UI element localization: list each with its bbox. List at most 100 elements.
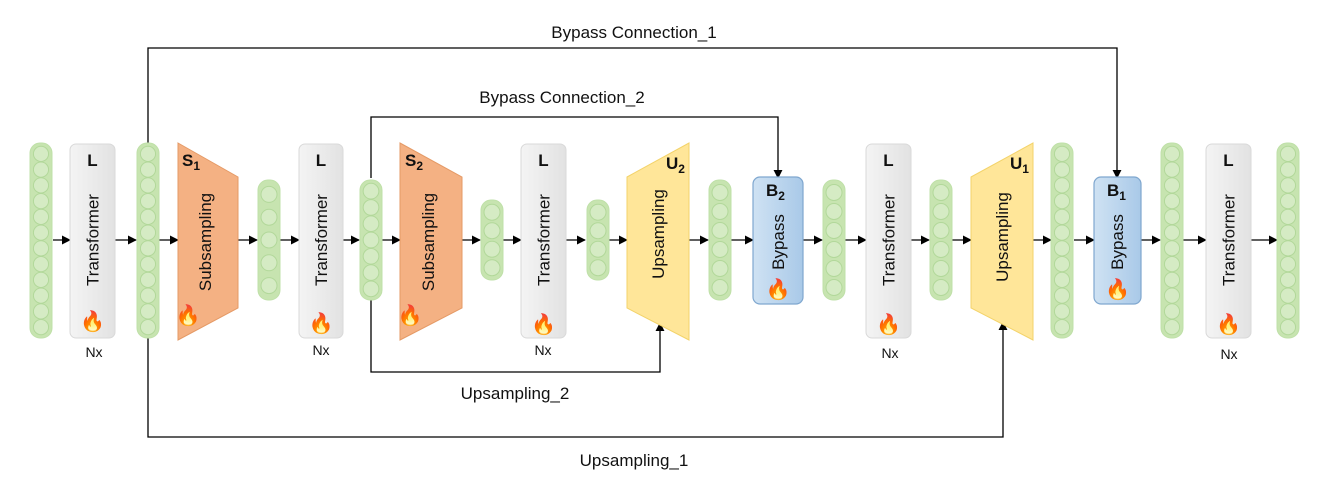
token-node bbox=[711, 203, 729, 220]
token-node bbox=[32, 208, 50, 225]
token-node bbox=[825, 203, 843, 220]
token-node bbox=[932, 222, 950, 239]
token-node bbox=[1279, 145, 1297, 162]
subsampling-label: Subsampling bbox=[419, 193, 438, 291]
token-node bbox=[139, 240, 157, 257]
token-node bbox=[711, 279, 729, 296]
token-sequence bbox=[257, 179, 281, 301]
upsampling-label: Upsampling bbox=[993, 192, 1012, 282]
bypass-badge: B bbox=[766, 181, 778, 200]
upsampling-badge: U bbox=[666, 154, 678, 173]
svg-text:S1: S1 bbox=[182, 151, 200, 173]
token-node bbox=[362, 280, 380, 298]
upsampling-label: Upsampling bbox=[649, 189, 668, 279]
transformer-block-1: L Transformer 🔥 Nx bbox=[69, 143, 116, 360]
fire-icon: 🔥 bbox=[1216, 312, 1241, 336]
svg-text:S2: S2 bbox=[405, 151, 423, 173]
token-node bbox=[589, 259, 607, 277]
token-node bbox=[711, 241, 729, 258]
token-node bbox=[1279, 303, 1297, 320]
bypass-connection-1-line bbox=[147, 47, 1122, 179]
token-node bbox=[932, 260, 950, 277]
transformer-badge: L bbox=[538, 151, 548, 170]
upsampling-block-1: U1 Upsampling bbox=[970, 142, 1034, 341]
token-node bbox=[32, 224, 50, 241]
token-node bbox=[1163, 287, 1181, 304]
token-node bbox=[1163, 224, 1181, 241]
transformer-block-5: L Transformer 🔥 Nx bbox=[1205, 143, 1252, 362]
token-node bbox=[32, 287, 50, 304]
token-node bbox=[139, 161, 157, 178]
token-node bbox=[825, 222, 843, 239]
token-node bbox=[260, 277, 278, 295]
token-node bbox=[1279, 193, 1297, 210]
token-node bbox=[932, 241, 950, 258]
bypass-badge-subscript: 2 bbox=[778, 189, 785, 203]
token-node bbox=[1053, 208, 1071, 225]
token-node bbox=[1053, 287, 1071, 304]
token-node bbox=[932, 184, 950, 201]
token-node bbox=[589, 240, 607, 258]
token-node bbox=[260, 231, 278, 249]
svg-text:U1: U1 bbox=[1010, 154, 1029, 176]
fire-icon: 🔥 bbox=[876, 312, 901, 336]
repeat-label: Nx bbox=[1220, 346, 1237, 362]
token-node bbox=[711, 260, 729, 277]
subsampling-block-2: S2 Subsampling 🔥 bbox=[398, 142, 463, 341]
token-node bbox=[362, 199, 380, 216]
repeat-label: Nx bbox=[534, 342, 551, 358]
token-node bbox=[825, 241, 843, 258]
upsampling-badge-subscript: 1 bbox=[1022, 162, 1029, 176]
bypass-connection-1-label: Bypass Connection_1 bbox=[551, 23, 716, 42]
bypass-label: Bypass bbox=[1108, 214, 1127, 270]
token-node bbox=[483, 222, 501, 240]
token-node bbox=[139, 256, 157, 273]
token-node bbox=[32, 177, 50, 194]
token-sequence bbox=[1160, 142, 1184, 339]
token-node bbox=[932, 203, 950, 220]
transformer-block-4: L Transformer 🔥 Nx bbox=[865, 143, 912, 361]
connection-lines bbox=[147, 47, 1122, 438]
token-node bbox=[32, 319, 50, 336]
transformer-badge: L bbox=[1223, 151, 1233, 170]
token-node bbox=[1279, 240, 1297, 257]
token-node bbox=[1163, 319, 1181, 336]
subsampling-badge-subscript: 2 bbox=[416, 159, 423, 173]
token-node bbox=[362, 215, 380, 233]
upsampling-badge-subscript: 2 bbox=[678, 162, 685, 176]
token-node bbox=[1279, 256, 1297, 273]
token-sequence bbox=[929, 179, 953, 301]
token-node bbox=[1053, 271, 1071, 288]
token-node bbox=[1053, 319, 1071, 336]
svg-text:B2: B2 bbox=[766, 181, 785, 203]
bypass-block-2: B2 Bypass 🔥 bbox=[752, 176, 804, 305]
token-node bbox=[1163, 161, 1181, 178]
token-node bbox=[1279, 208, 1297, 225]
upsampling-block-2: U2 Upsampling bbox=[626, 142, 690, 341]
token-sequence bbox=[480, 199, 504, 281]
bypass-badge-subscript: 1 bbox=[1119, 189, 1126, 203]
repeat-label: Nx bbox=[312, 342, 329, 358]
token-node bbox=[483, 203, 501, 221]
fire-icon: 🔥 bbox=[531, 312, 556, 336]
token-sequence bbox=[586, 199, 610, 281]
transformer-block-2: L Transformer 🔥 Nx bbox=[298, 143, 344, 358]
token-sequence bbox=[1050, 142, 1074, 339]
transformer-block-3: L Transformer 🔥 Nx bbox=[520, 143, 567, 358]
svg-text:B1: B1 bbox=[1107, 181, 1126, 203]
subsampling-badge: S bbox=[182, 151, 193, 170]
token-sequence bbox=[136, 142, 160, 339]
token-node bbox=[483, 259, 501, 277]
token-node bbox=[1163, 271, 1181, 288]
token-node bbox=[1053, 177, 1071, 194]
token-sequence bbox=[822, 179, 846, 301]
fire-icon: 🔥 bbox=[309, 311, 334, 335]
transformer-badge: L bbox=[883, 151, 893, 170]
bypass-connection-2-label: Bypass Connection_2 bbox=[479, 88, 644, 107]
token-node bbox=[1279, 161, 1297, 178]
token-node bbox=[362, 182, 380, 200]
upsampling-2-line bbox=[370, 298, 665, 373]
token-node bbox=[362, 231, 380, 249]
token-node bbox=[589, 203, 607, 221]
